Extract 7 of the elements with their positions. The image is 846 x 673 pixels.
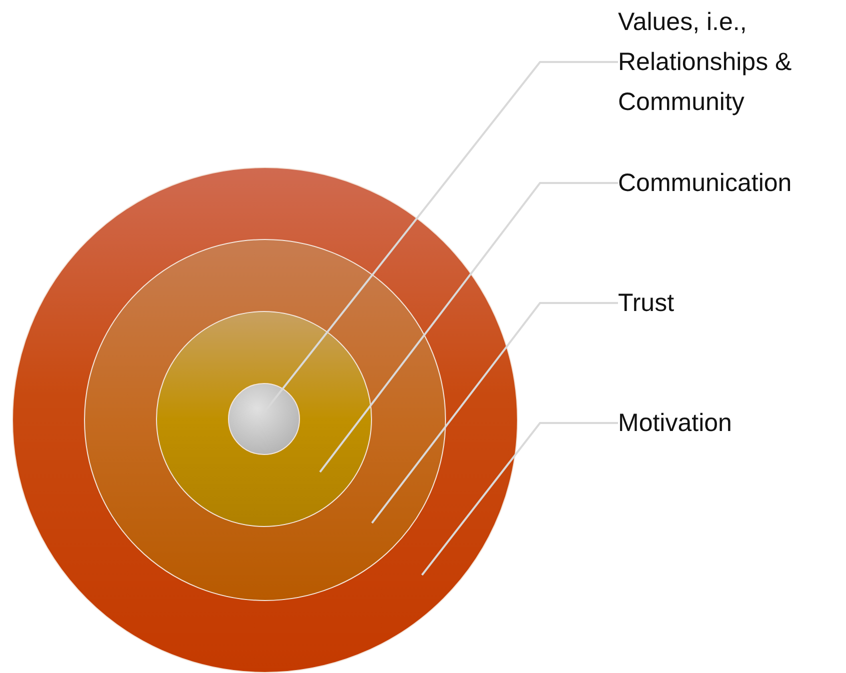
ring-label: Values, i.e., Relationships & Community bbox=[618, 2, 846, 122]
ring-label: Trust bbox=[618, 283, 846, 323]
leader-line bbox=[421, 422, 618, 576]
leader-line bbox=[319, 182, 618, 473]
leader-line bbox=[371, 302, 618, 524]
ring-label: Communication bbox=[618, 163, 846, 203]
ring-label: Motivation bbox=[618, 403, 846, 443]
